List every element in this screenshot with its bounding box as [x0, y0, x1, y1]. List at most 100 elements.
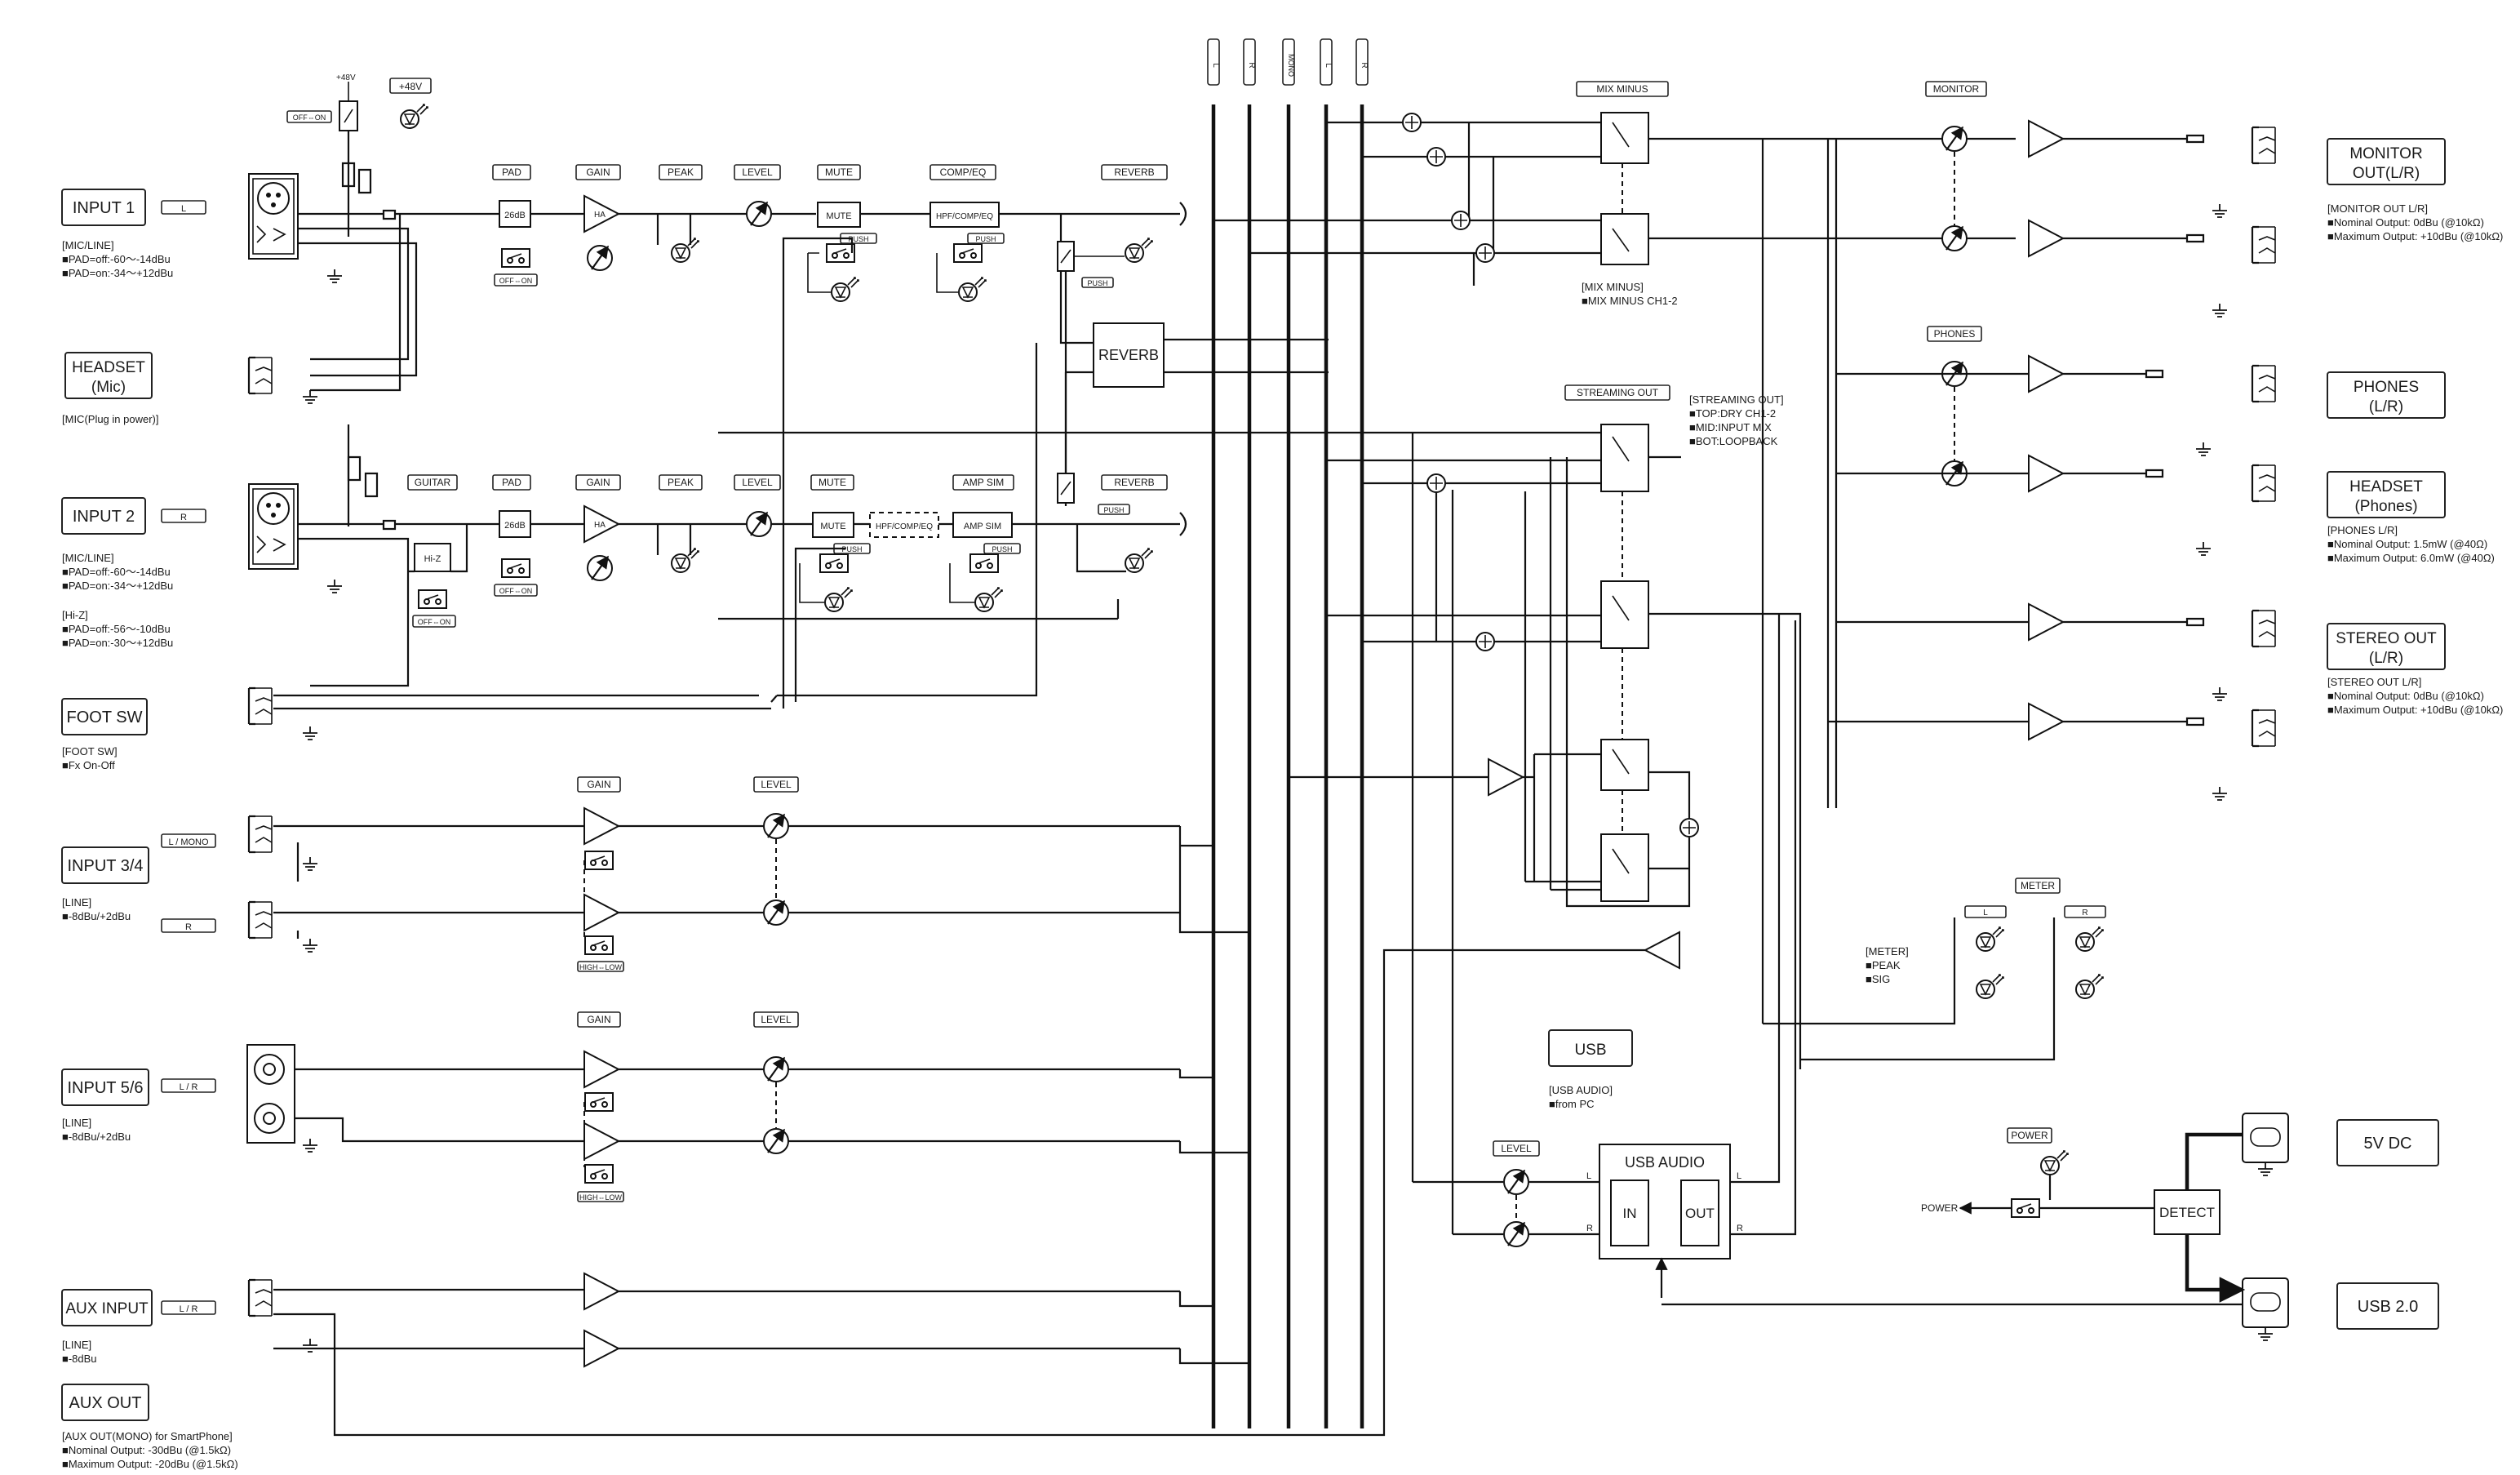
power-section: POWER POWER DETECT — [1921, 1113, 2289, 1341]
tag-pad-ch1: PAD — [502, 167, 521, 178]
input2-spec-2: ■PAD=on:-34〜+12dBu — [62, 580, 173, 592]
output-labels: MONITOR OUT(L/R) [MONITOR OUT L/R] ■Nomi… — [2327, 138, 2503, 1330]
ch56-highlow-tag: HIGH⇔LOW — [579, 1193, 623, 1202]
headset-phones-label-0: HEADSET — [2349, 478, 2423, 495]
ch2-ampsim-push-tag: PUSH — [992, 545, 1012, 553]
usb-audio-title: USB AUDIO — [1625, 1154, 1705, 1171]
auxout-spec-0: [AUX OUT(MONO) for SmartPhone] — [62, 1430, 233, 1442]
tag-reverb-ch2: REVERB — [1114, 477, 1154, 488]
tag-peak-ch2: PEAK — [668, 477, 694, 488]
phones-tag: PHONES — [1934, 328, 1976, 340]
input34-channel-tag-1: L / MONO — [168, 837, 209, 847]
phones-spec-1: ■Nominal Output: 1.5mW (@40Ω) — [2327, 538, 2487, 550]
tag-level-ch34: LEVEL — [761, 779, 792, 790]
bus-label-5: R — [1360, 62, 1369, 68]
footsw-wiring — [273, 237, 1038, 710]
tag-level-ch2: LEVEL — [742, 477, 773, 488]
stereo-spec-1: ■Nominal Output: 0dBu (@10kΩ) — [2327, 690, 2484, 702]
tag-gain-ch34: GAIN — [587, 779, 610, 790]
power-tag: POWER — [2011, 1130, 2048, 1141]
usb-level-tag: LEVEL — [1501, 1143, 1532, 1154]
meter-tag: METER — [2021, 880, 2055, 891]
ch2-mute-block: MUTE — [820, 522, 845, 531]
streaming-note-2: ■MID:INPUT MIX — [1689, 421, 1772, 433]
ch1-mute-block: MUTE — [826, 211, 851, 221]
input56-channel-tag: L / R — [180, 1082, 198, 1092]
input1-spec-0: [MIC/LINE] — [62, 239, 114, 251]
ch2-hiz-block: Hi-Z — [424, 554, 441, 564]
headset-mic-label-1: (Mic) — [91, 379, 126, 396]
tag-peak-ch1: PEAK — [668, 167, 694, 178]
meter-note-1: ■PEAK — [1866, 959, 1901, 971]
detect-label: DETECT — [2159, 1205, 2215, 1220]
input56-label: INPUT 5/6 — [68, 1079, 144, 1097]
auxout-label: AUX OUT — [69, 1394, 142, 1412]
stereo-spec-2: ■Maximum Output: +10dBu (@10kΩ) — [2327, 704, 2503, 716]
input2-section: INPUT 2 R [MIC/LINE] ■PAD=off:-60〜-14dBu… — [61, 497, 206, 649]
mix-minus-section: MIX MINUS [MIX MINUS] ■MIX MINUS CH1-2 — [1213, 81, 2016, 808]
ch2-hiz-switch-tag: OFF⇔ON — [418, 618, 451, 626]
usb-in-r: R — [1586, 1224, 1593, 1233]
headset-phones-label-1: (Phones) — [2354, 498, 2417, 515]
phantom-48v-small: +48V — [336, 73, 356, 82]
ch1-reverb-push-tag: PUSH — [1087, 279, 1107, 287]
mix-minus-note-0: [MIX MINUS] — [1582, 281, 1644, 293]
usb-in-l: L — [1586, 1171, 1591, 1181]
line-inputs: HIGH⇔LOW HIGH⇔LOW — [273, 806, 1680, 1437]
streaming-out-section: STREAMING OUT [STREAMING OUT] ■TOP:DRY C… — [718, 384, 1802, 1069]
streaming-note-0: [STREAMING OUT] — [1689, 393, 1784, 406]
bus-label-3: MONO — [1287, 54, 1295, 77]
streaming-out-tag: STREAMING OUT — [1577, 387, 1659, 398]
input-connectors — [246, 173, 343, 1353]
input2-label: INPUT 2 — [73, 508, 135, 526]
mix-minus-tag: MIX MINUS — [1596, 83, 1648, 95]
footsw-spec-1: ■Fx On-Off — [62, 759, 115, 771]
usb-section: USB [USB AUDIO] ■from PC LEVEL USB AUDIO… — [1411, 433, 2252, 1306]
auxout-spec-1: ■Nominal Output: -30dBu (@1.5kΩ) — [62, 1444, 231, 1456]
phones-spec-2: ■Maximum Output: 6.0mW (@40Ω) — [2327, 552, 2495, 564]
ch2-reverb-push-tag: PUSH — [1103, 506, 1124, 514]
input1-spec-1: ■PAD=off:-60〜-14dBu — [62, 253, 171, 265]
input1-spec-2: ■PAD=on:-34〜+12dBu — [62, 267, 173, 279]
meter-section: METER L R [METER] ■PEAK ■SIG — [1761, 139, 2106, 1061]
input2-spec-1: ■PAD=off:-60〜-14dBu — [62, 566, 171, 578]
ch34-highlow-tag: HIGH⇔LOW — [579, 963, 623, 971]
tag-reverb-ch1: REVERB — [1114, 167, 1154, 178]
usb-label: USB — [1574, 1042, 1606, 1059]
input34-spec-0: [LINE] — [62, 896, 91, 909]
input1-label: INPUT 1 — [73, 199, 135, 217]
mix-minus-note-1: ■MIX MINUS CH1-2 — [1582, 295, 1678, 307]
streaming-note-3: ■BOT:LOOPBACK — [1689, 435, 1778, 447]
input2-spec-6: ■PAD=on:-30〜+12dBu — [62, 637, 173, 649]
ch2-mute-push-tag: PUSH — [841, 545, 862, 553]
stereo-spec-0: [STEREO OUT L/R] — [2327, 676, 2421, 688]
input2-spec-0: [MIC/LINE] — [62, 552, 114, 564]
footsw-spec-0: [FOOT SW] — [62, 745, 118, 757]
tag-gain-ch1: GAIN — [586, 167, 610, 178]
ch1-mute-push-tag: PUSH — [848, 235, 868, 243]
ch2-ha-label: HA — [594, 521, 606, 530]
bus-label-4: L — [1324, 63, 1333, 68]
tag-guitar: GUITAR — [415, 477, 451, 488]
input2-spec-4: [Hi-Z] — [62, 609, 88, 621]
tag-level-ch1: LEVEL — [742, 167, 773, 178]
usb20-label: USB 2.0 — [2358, 1298, 2418, 1316]
meter-note-0: [METER] — [1866, 945, 1909, 957]
input1-channel-tag: L — [181, 204, 186, 214]
monitor-spec-2: ■Maximum Output: +10dBu (@10kΩ) — [2327, 230, 2503, 242]
usb-note-0: [USB AUDIO] — [1549, 1084, 1613, 1096]
tag-level-ch56: LEVEL — [761, 1014, 792, 1025]
phantom-power: +48V OFF⇔ON +48V — [286, 73, 432, 526]
meter-note-2: ■SIG — [1866, 973, 1890, 985]
auxin-label: AUX INPUT — [65, 1300, 149, 1317]
input34-section: INPUT 3/4 L / MONO R [LINE] ■-8dBu/+2dBu — [61, 833, 216, 933]
monitor-out-label-0: MONITOR — [2349, 145, 2422, 162]
tag-compeq-ch1: COMP/EQ — [940, 167, 987, 178]
monitor-spec-1: ■Nominal Output: 0dBu (@10kΩ) — [2327, 216, 2484, 229]
auxout-section: AUX OUT [AUX OUT(MONO) for SmartPhone] ■… — [61, 1384, 238, 1470]
rca-connectors — [246, 1044, 295, 1144]
phones-label-0: PHONES — [2354, 379, 2419, 396]
channel1-chain: 26dB OFF⇔ON HA MUTE PUSH HPF/COMP/EQ PUS… — [298, 194, 1187, 392]
auxin-spec-0: [LINE] — [62, 1339, 91, 1351]
ch2-pad-switch-tag: OFF⇔ON — [499, 587, 533, 595]
